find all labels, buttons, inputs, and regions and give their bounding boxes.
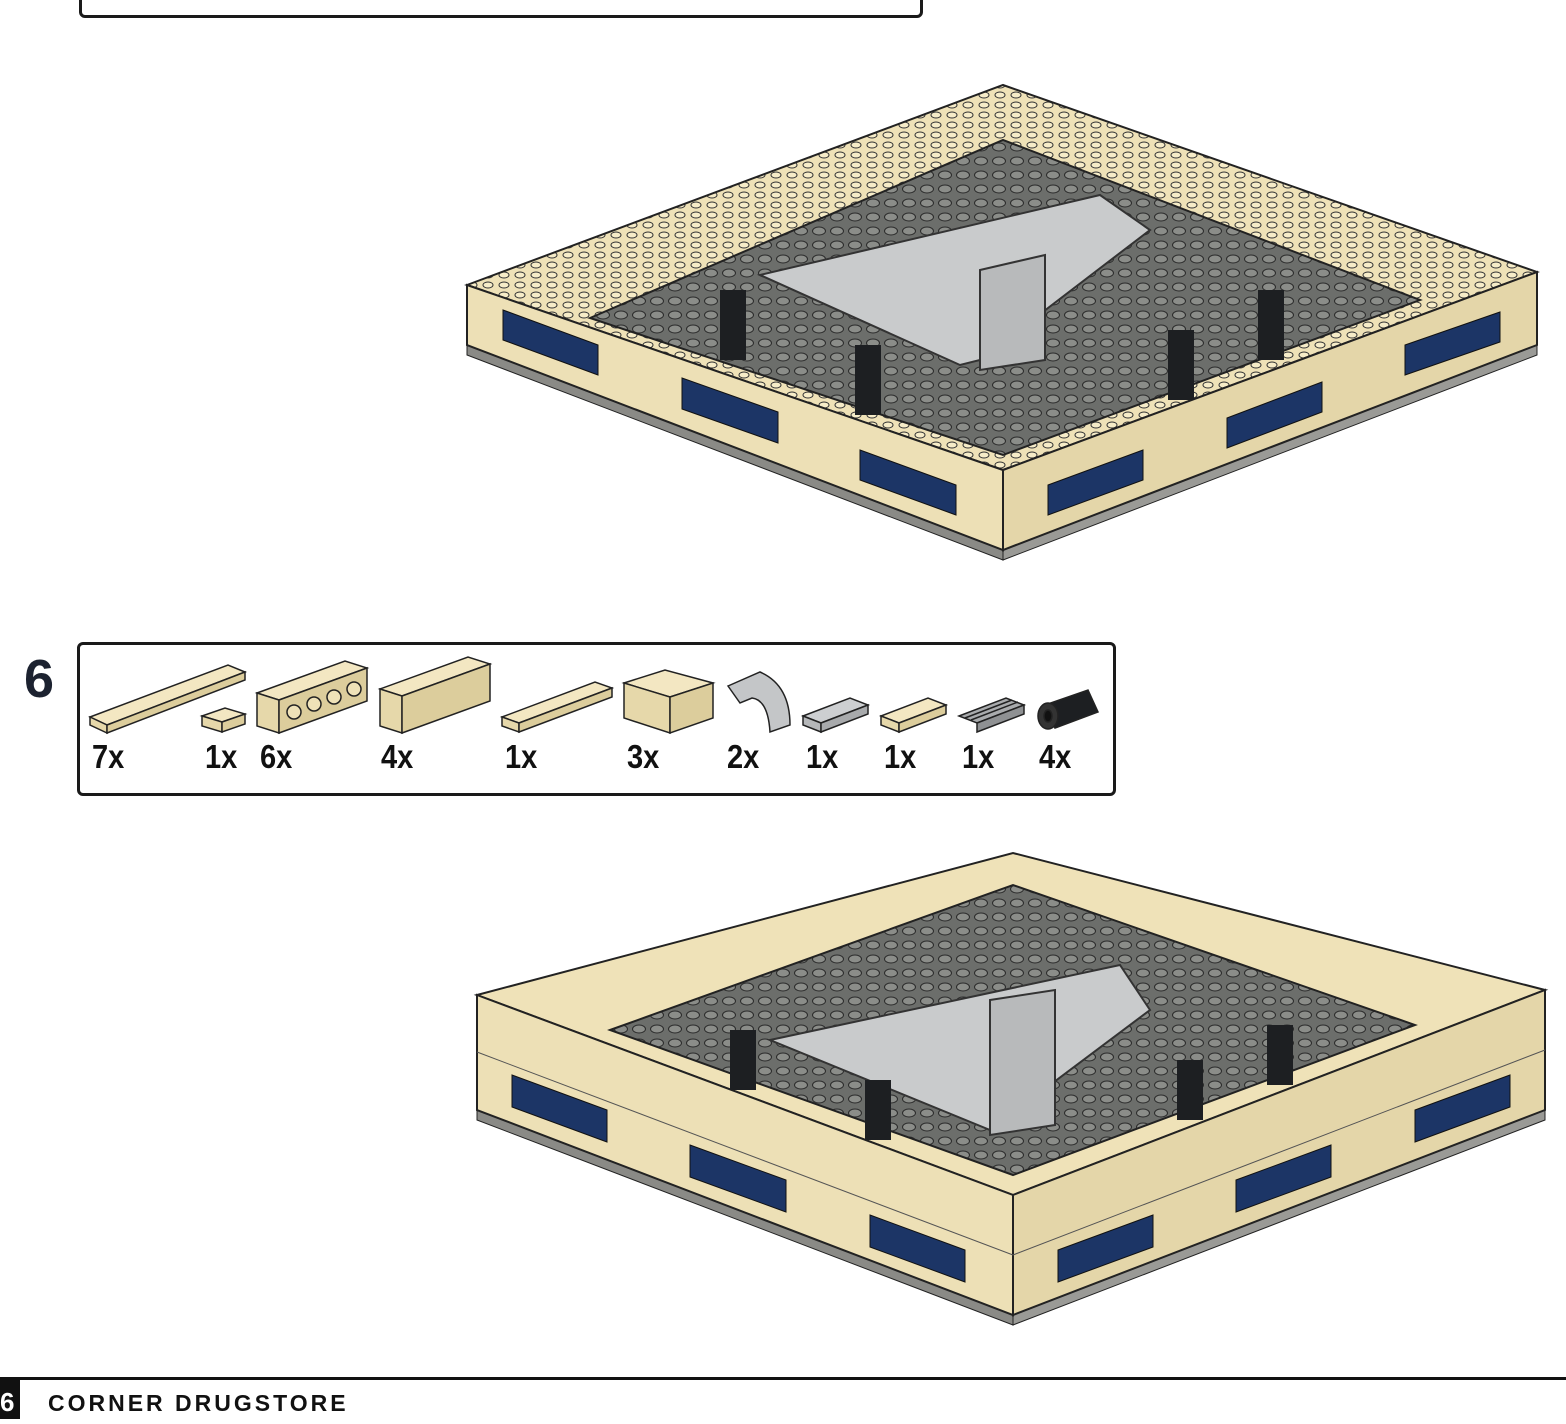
previous-step-box [79, 0, 923, 18]
part-qty: 7x [92, 738, 125, 775]
step-number: 6 [24, 649, 55, 709]
model-before-step [464, 83, 1540, 561]
part-qty: 6x [260, 738, 293, 775]
book-title: CORNER DRUGSTORE [48, 1390, 349, 1416]
model-after-step [473, 851, 1549, 1326]
part-qty: 4x [381, 738, 414, 775]
part-qty: 2x [727, 738, 760, 775]
part-qty: 3x [627, 738, 660, 775]
part-qty: 1x [962, 738, 995, 775]
footer-divider [0, 1377, 1566, 1380]
part-qty: 4x [1039, 738, 1072, 775]
part-qty: 1x [205, 738, 238, 775]
part-qty: 1x [505, 738, 538, 775]
page-number: 6 [0, 1380, 20, 1419]
part-qty: 1x [806, 738, 839, 775]
part-qty: 1x [884, 738, 917, 775]
